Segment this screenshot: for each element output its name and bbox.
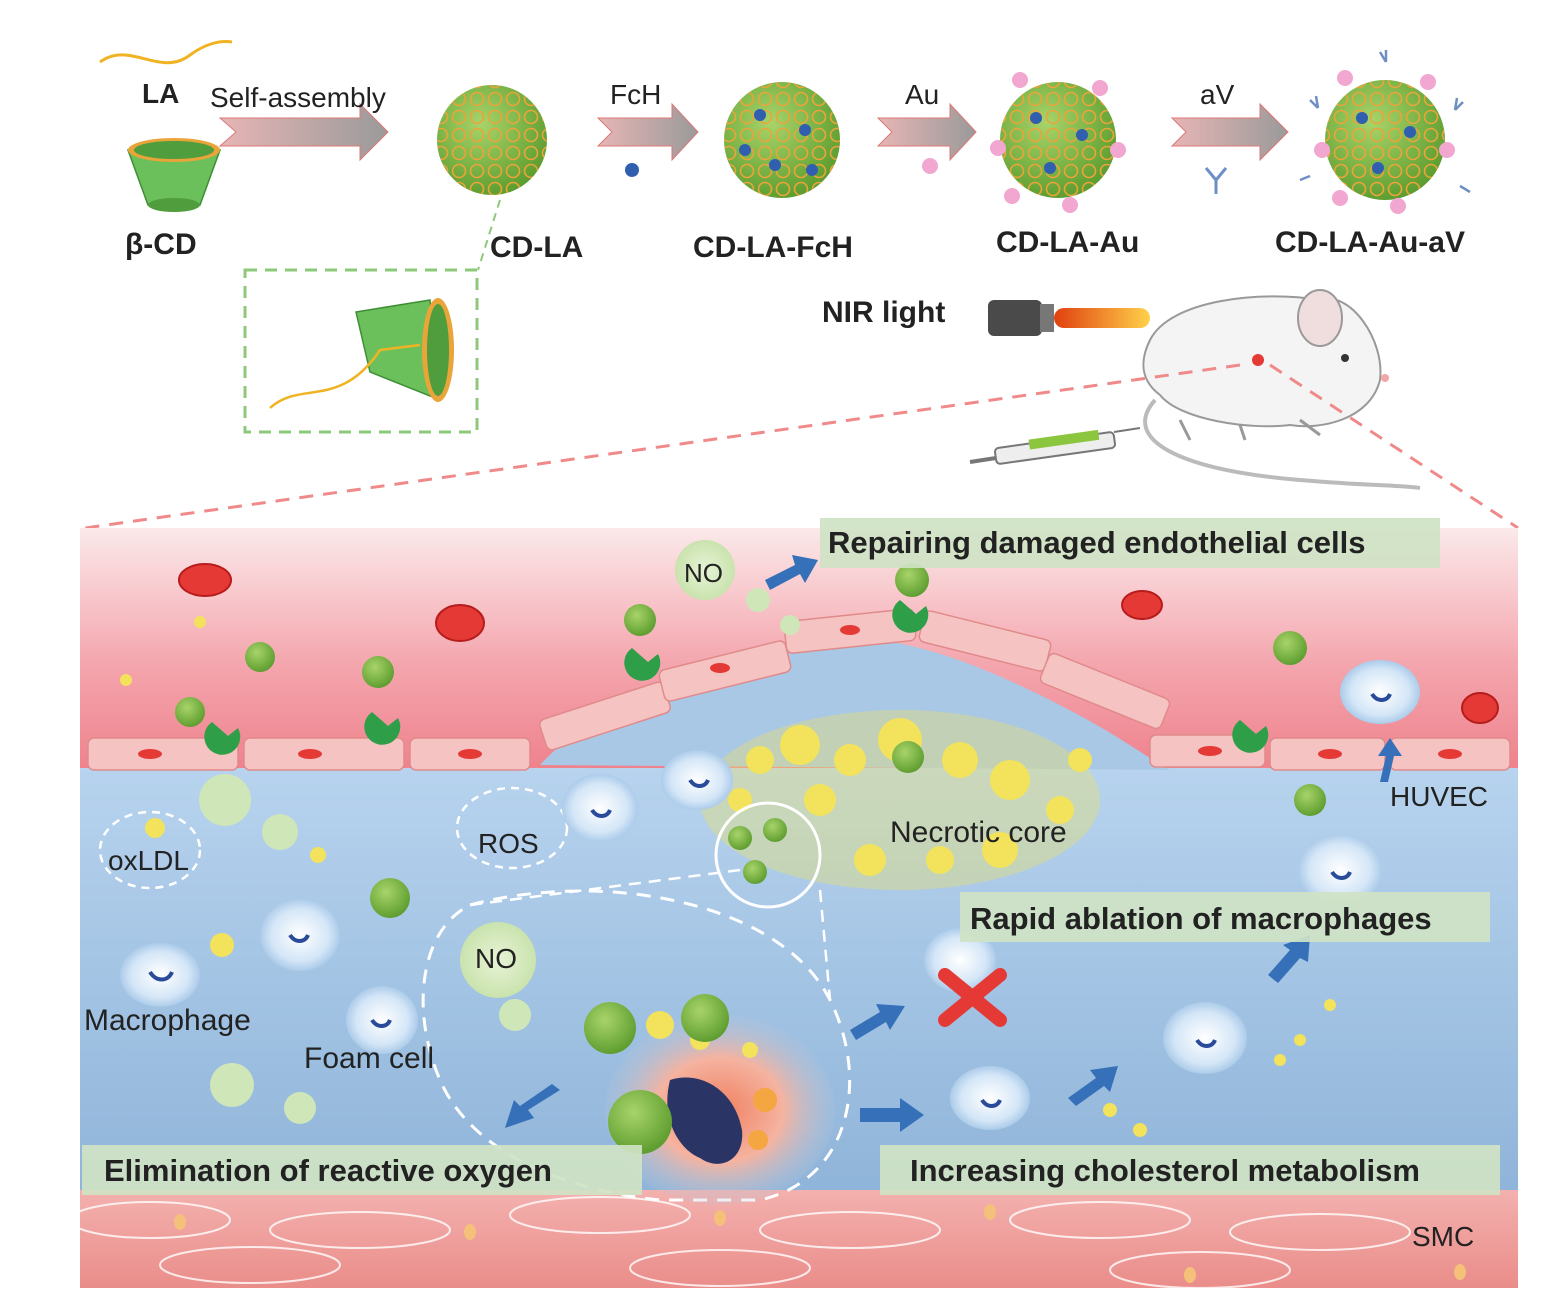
cd-la-nanoparticle-icon [437, 85, 547, 195]
vessel-panel: Repairing damaged endothelial cells Rapi… [69, 518, 1518, 1289]
endothelium [87, 608, 1511, 771]
banner-ablation-text: Rapid ablation of macrophages [970, 901, 1432, 936]
ablation-cross-icon [938, 968, 1007, 1027]
au-step-label: Au [905, 79, 939, 110]
syringe-icon [969, 427, 1141, 465]
banner-ablation-bg [960, 892, 1490, 942]
necrotic-core [700, 710, 1100, 890]
foam-cell-icon-2 [346, 986, 418, 1054]
lipid-droplets [120, 616, 1336, 1137]
av-step-label: aV [1200, 79, 1235, 110]
banner-cholesterol-text: Increasing cholesterol metabolism [910, 1153, 1420, 1188]
banner-cholesterol-bg [880, 1145, 1500, 1195]
macrophage-cell-icon [120, 943, 200, 1007]
step-arrow-av [1170, 102, 1289, 162]
cd-la-fch-nanoparticle-icon [724, 82, 840, 198]
gold-nanoparticle-icon [922, 158, 938, 174]
no-bubble-top [675, 540, 735, 600]
foam-cell-label: Foam cell [304, 1042, 434, 1075]
inclusion-complex-icon [269, 298, 454, 409]
banner-repair-text: Repairing damaged endothelial cells [828, 525, 1365, 560]
la-label: LA [142, 78, 179, 109]
banner-repair-bg [820, 518, 1440, 568]
ros-label: ROS [478, 828, 539, 859]
red-blood-cells [178, 563, 1499, 724]
macrophage-nucleus-icon [667, 1077, 743, 1164]
antibody-icon [1204, 167, 1228, 194]
step-arrow-self-assembly [218, 102, 389, 162]
laser-pointer-icon [988, 300, 1150, 336]
cd-la-au-label: CD-LA-Au [996, 226, 1139, 259]
no-bubble-inset [460, 922, 536, 998]
no-label-top: NO [684, 558, 723, 588]
cd-la-fch-label: CD-LA-FcH [693, 231, 853, 264]
foam-cell-icon-1 [260, 899, 340, 971]
synthesis-row: LA β-CD Self-assembly CD-LA FcH [99, 40, 1471, 434]
mouse-icon [1142, 289, 1421, 490]
step-arrow-fch [596, 102, 699, 162]
beta-cd-label: β-CD [125, 228, 197, 261]
cd-la-au-nanoparticle-icon [990, 72, 1126, 213]
macrophage-label: Macrophage [84, 1004, 251, 1037]
blue-arrows [505, 555, 1402, 1132]
fch-step-label: FcH [610, 79, 661, 110]
no-label-inset: NO [475, 943, 517, 974]
vessel-nanoparticles [175, 563, 1326, 1154]
beta-cd-cone-icon [126, 138, 222, 212]
necrotic-core-label: Necrotic core [890, 816, 1067, 849]
smc-cells [69, 1196, 1466, 1289]
nir-light-label: NIR light [822, 296, 945, 329]
ferrocene-molecule-icon [625, 163, 639, 177]
smc-layer [80, 1190, 1518, 1288]
self-assembly-label: Self-assembly [210, 82, 386, 113]
smc-label: SMC [1412, 1221, 1474, 1252]
inclusion-complex-inset [243, 268, 479, 434]
banner-ros-text: Elimination of reactive oxygen [104, 1153, 552, 1188]
step-arrow-au [876, 102, 977, 162]
banner-ros-bg [82, 1145, 642, 1195]
cd-la-au-av-nanoparticle-icon [1299, 50, 1471, 214]
oxldl-label: oxLDL [108, 845, 189, 876]
receptors [204, 600, 1269, 755]
treatment-group: NIR light [822, 289, 1421, 490]
cd-la-au-av-label: CD-LA-Au-aV [1275, 226, 1465, 259]
cd-la-label: CD-LA [490, 231, 583, 264]
la-chain-icon [99, 40, 233, 65]
huvec-label: HUVEC [1390, 781, 1488, 812]
